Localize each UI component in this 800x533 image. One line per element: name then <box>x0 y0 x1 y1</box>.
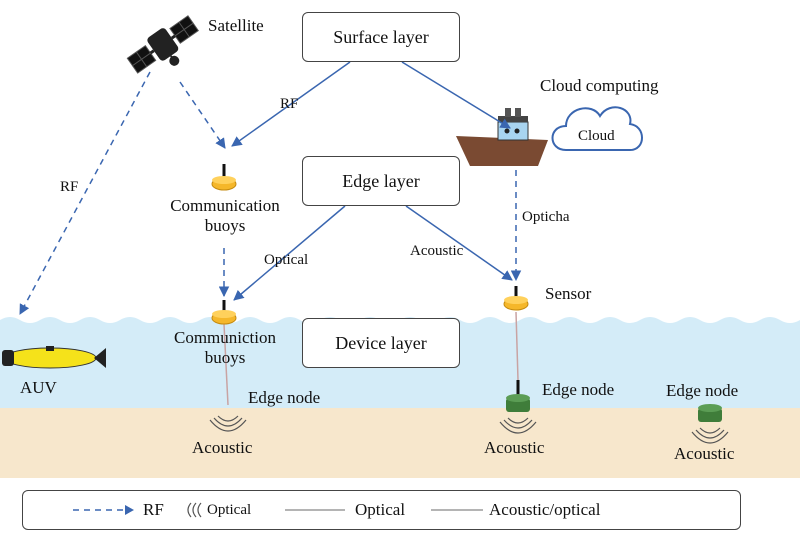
legend-acoustic-optical-label: Acoustic/optical <box>489 500 601 519</box>
seabed-region <box>0 408 800 478</box>
device-layer-box: Device layer <box>302 318 460 368</box>
communication-buoy-icon <box>211 164 237 191</box>
rf-link-satellite-auv <box>19 71 151 315</box>
solid-line-icon <box>285 509 345 511</box>
edge-node-label-1: Edge node <box>248 388 321 407</box>
rf-link-satellite-buoy <box>179 81 226 149</box>
rf-link-surface-buoy <box>231 61 351 147</box>
edge-layer-box: Edge layer <box>302 156 460 206</box>
legend-item-optical-wave: Optical <box>183 491 251 529</box>
sensor-buoy-icon <box>503 286 529 311</box>
rf-label-mid: RF <box>280 96 299 112</box>
link-surface-ship <box>401 61 511 129</box>
communication-buoys-label: Communication buoys <box>130 196 320 237</box>
auv-icon <box>2 346 106 369</box>
legend-item-acoustic-optical: Acoustic/optical <box>431 491 600 529</box>
satellite-label: Satellite <box>208 16 264 35</box>
satellite-icon <box>126 15 199 74</box>
optical-link-edge-buoy <box>233 205 346 301</box>
opticha-label: Opticha <box>522 209 570 225</box>
legend-optical-wave-label: Optical <box>207 501 252 518</box>
rf-label-left: RF <box>60 179 79 195</box>
edge-node-icon-3 <box>698 404 722 422</box>
connections <box>19 61 522 315</box>
buoy-tether <box>223 323 229 406</box>
acoustic-link-edge-sensor <box>405 205 513 281</box>
cloud-computing-label: Cloud computing <box>540 76 659 95</box>
sensor-label: Sensor <box>545 284 592 303</box>
legend-item-optical-line: Optical <box>285 491 405 529</box>
cloud-label: Cloud <box>578 128 615 144</box>
legend-optical-line-label: Optical <box>355 500 406 519</box>
legend: RF Optical Optical Acoustic/optical <box>22 490 741 530</box>
communication-buoys-line2: buoys <box>204 216 246 236</box>
communication-buoys-line1: Communication <box>170 196 280 215</box>
edge-layer-label: Edge layer <box>342 170 420 191</box>
wave-icon <box>187 502 202 518</box>
edge-node-icon-2 <box>506 380 530 412</box>
optical-link-label: Optical <box>264 252 309 268</box>
communiction-buoys-label: Communiction buoys <box>130 328 320 369</box>
acoustic-wave-icon-2 <box>499 417 537 434</box>
acoustic-link-label: Acoustic <box>410 243 464 259</box>
acoustic-label-2: Acoustic <box>484 438 545 457</box>
cloud-icon <box>551 106 643 151</box>
ship-icon <box>456 108 548 166</box>
auv-label: AUV <box>20 378 57 397</box>
dashed-arrow-icon <box>73 505 134 515</box>
acoustic-label-1: Acoustic <box>192 438 253 457</box>
surface-layer-label: Surface layer <box>333 26 429 47</box>
edge-node-label-3: Edge node <box>666 381 739 400</box>
communiction-buoys-line1: Communiction <box>174 328 276 347</box>
acoustic-wave-icon-1 <box>209 415 247 432</box>
communiction-buoy-icon <box>211 300 237 325</box>
surface-layer-box: Surface layer <box>302 12 460 62</box>
device-layer-label: Device layer <box>335 332 427 353</box>
legend-item-rf: RF <box>71 491 164 529</box>
edge-node-label-2: Edge node <box>542 380 615 399</box>
sensor-tether <box>515 311 519 381</box>
acoustic-label-3: Acoustic <box>674 444 735 463</box>
legend-rf-label: RF <box>143 500 164 519</box>
solid-line-icon <box>431 509 483 511</box>
communiction-buoys-line2: buoys <box>204 348 246 368</box>
acoustic-wave-icon-3 <box>691 427 729 444</box>
